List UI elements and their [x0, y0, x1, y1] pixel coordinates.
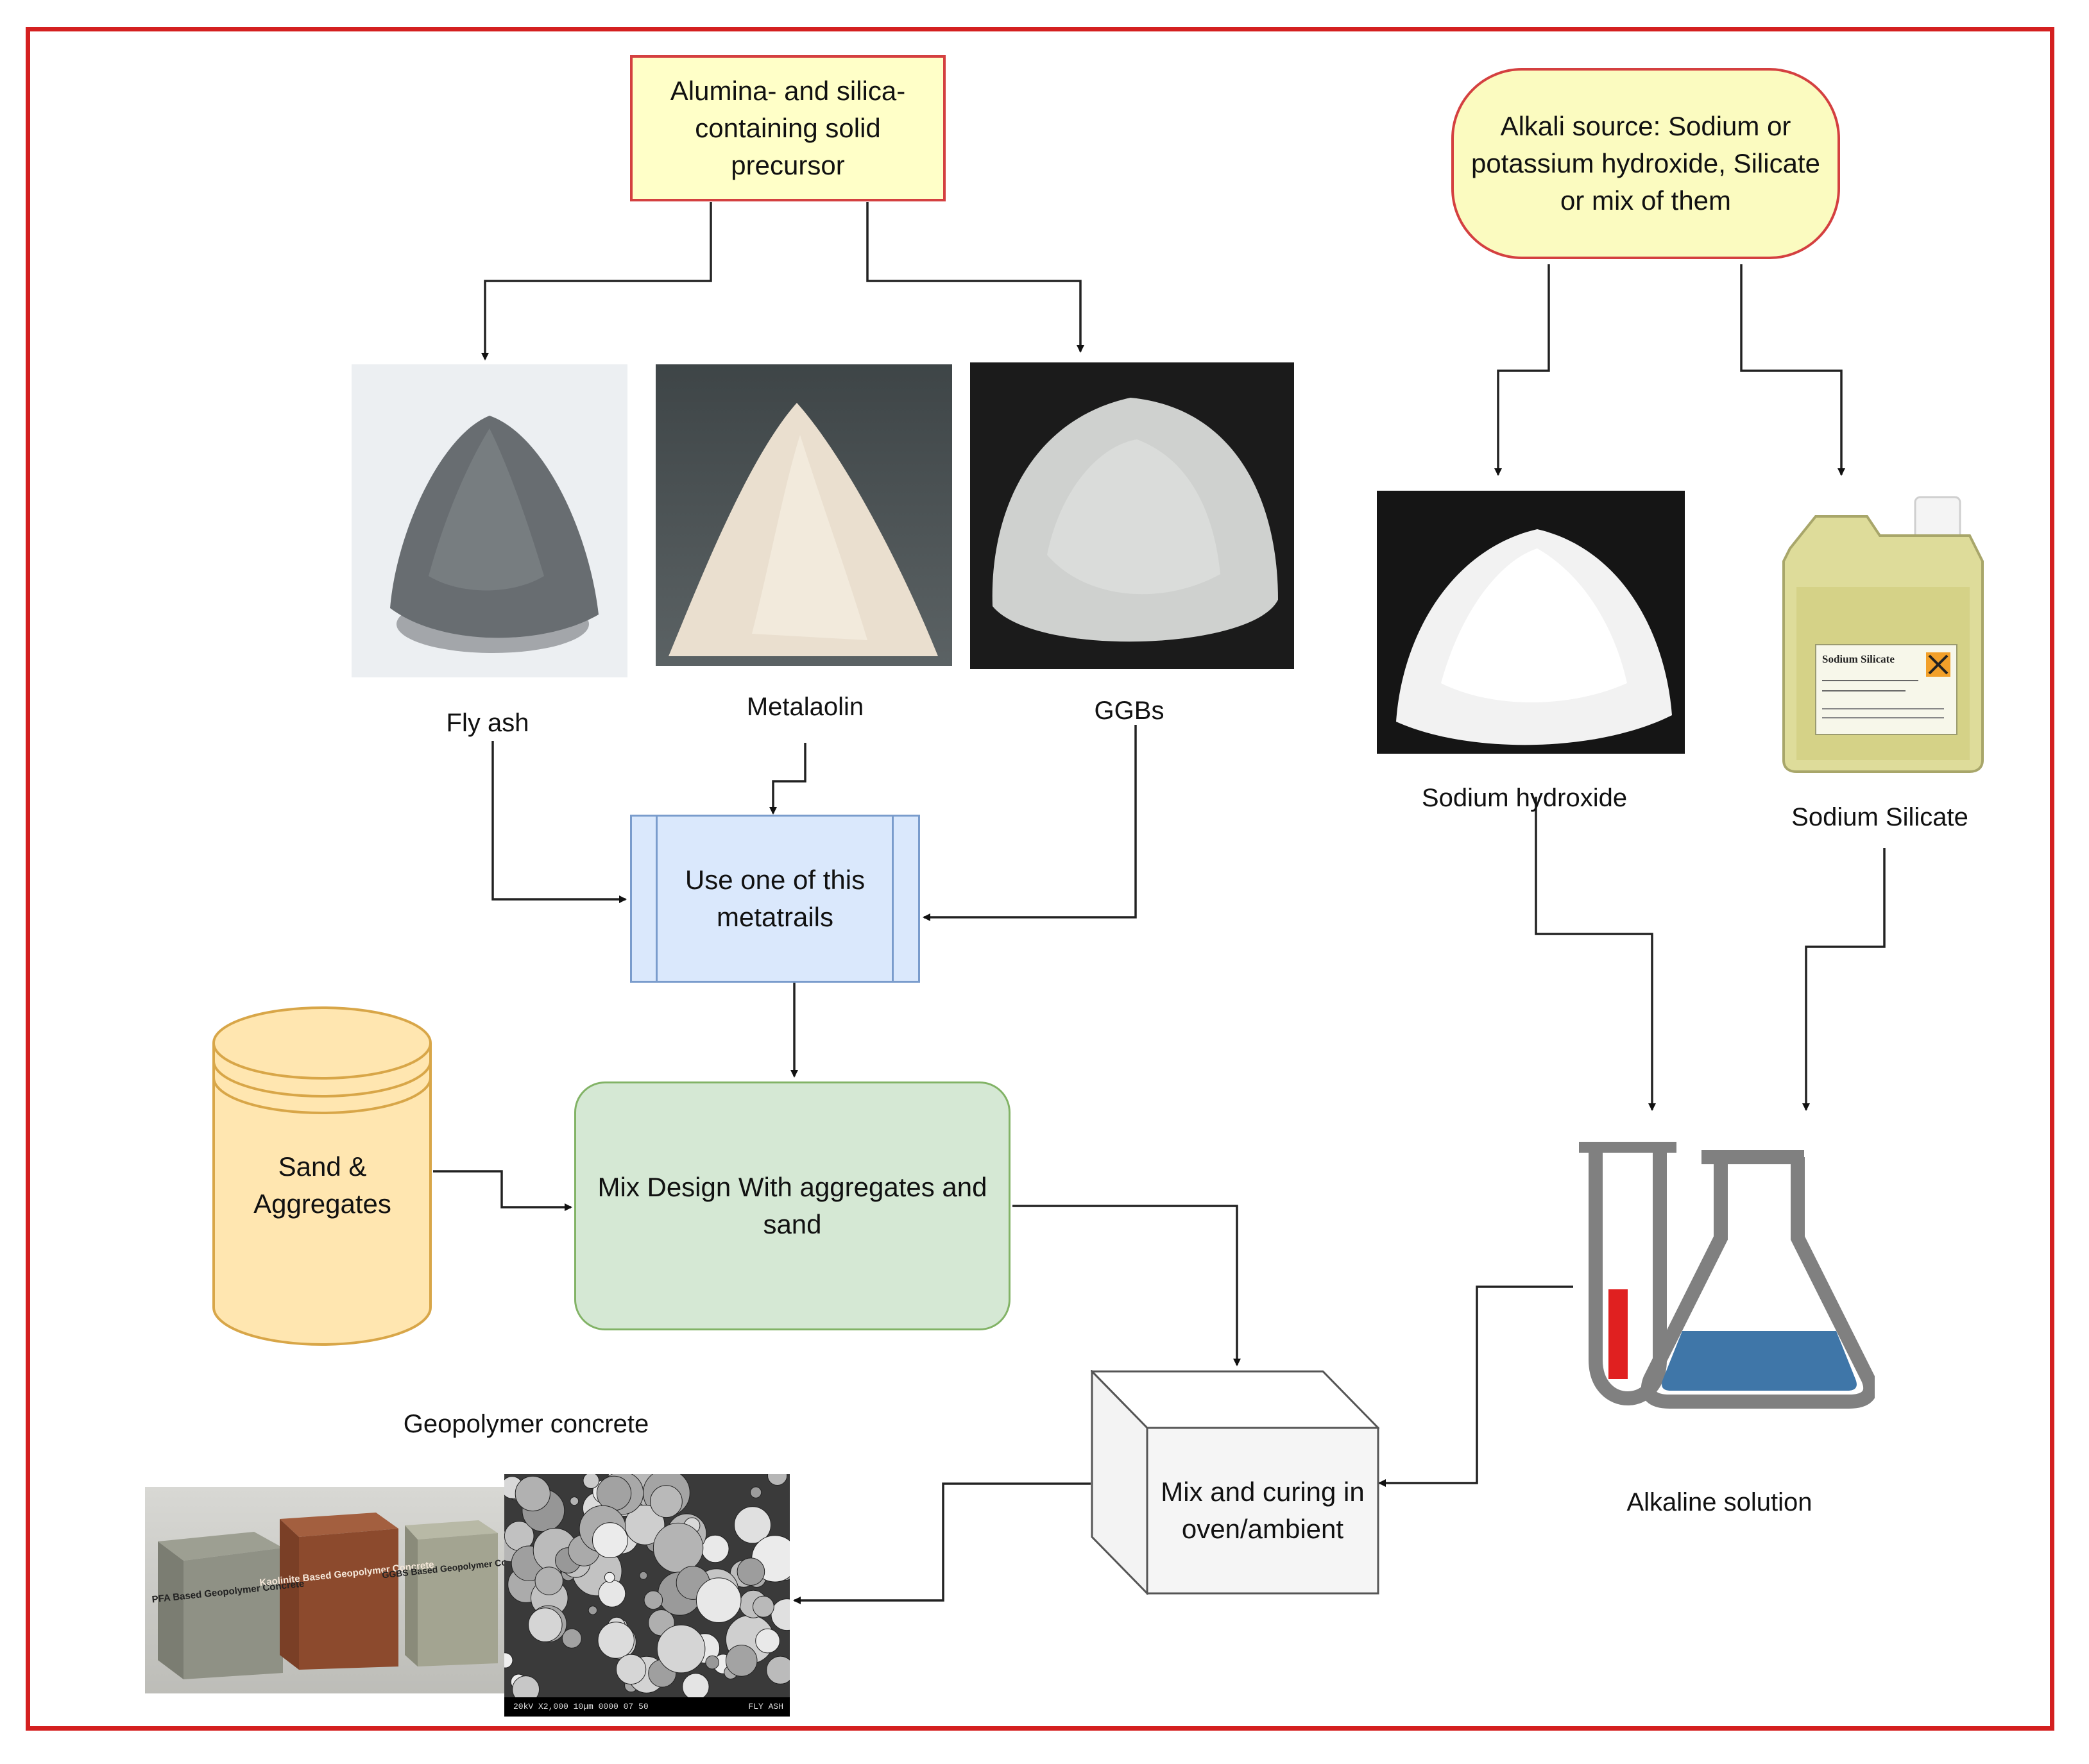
sem-sphere [588, 1606, 598, 1615]
use-one-right-bar [892, 815, 894, 983]
sem-sphere [639, 1571, 648, 1580]
sem-info-bar: 20kV X2,000 10µm 0000 07 50 FLY ASH [504, 1697, 790, 1717]
sem-sphere [583, 1474, 600, 1489]
alkaline-solution-icon [1573, 1142, 1875, 1411]
sem-sphere [734, 1506, 771, 1544]
ggbs-label: GGBs [1094, 697, 1164, 725]
mix-curing-box: Mix and curing in oven/ambient [1091, 1370, 1379, 1595]
arrow-precursor-to-flyash [481, 202, 712, 360]
sem-micrograph: 20kV X2,000 10µm 0000 07 50 FLY ASH [504, 1474, 790, 1717]
sem-sphere [695, 1577, 742, 1623]
arrow-ggbs-to-useone [923, 725, 1137, 921]
sem-sphere [652, 1522, 704, 1573]
sem-scale-text: 20kV X2,000 10µm 0000 07 50 [513, 1702, 649, 1711]
sem-sphere [598, 1579, 626, 1607]
concrete-cubes-photo: PFA Based Geopolymer Concrete Kaolinite … [145, 1487, 504, 1693]
mix-curing-text-wrap: Mix and curing in oven/ambient [1147, 1428, 1378, 1593]
arrow-mixcuring-to-geopolymer [793, 1482, 1091, 1604]
use-one-box: Use one of this metatrails [630, 815, 920, 983]
sem-sphere [534, 1566, 563, 1595]
sem-sphere [682, 1673, 710, 1700]
arrow-naoh-to-alkaline [1535, 797, 1656, 1111]
precursor-text: Alumina- and silica-containing solid pre… [670, 76, 906, 180]
arrow-alkali-to-naoh [1494, 264, 1550, 476]
ggbs-photo [970, 362, 1294, 669]
sem-sphere [570, 1497, 579, 1506]
sem-sphere [592, 1522, 628, 1558]
outer-frame [26, 27, 2054, 1731]
sem-sphere [616, 1654, 647, 1684]
use-one-text: Use one of this metatrails [685, 865, 865, 932]
arrow-alkaline-to-mixcuring [1378, 1285, 1573, 1487]
sem-sphere [750, 1486, 762, 1498]
sem-sphere [725, 1645, 758, 1677]
sem-sphere [767, 1474, 788, 1486]
sem-sphere [504, 1652, 513, 1668]
alkaline-solution-label: Alkaline solution [1626, 1488, 1812, 1516]
mix-design-box: Mix Design With aggregates and sand [574, 1081, 1010, 1330]
sand-aggregates-cylinder: Sand & Aggregates [212, 1006, 433, 1347]
mix-curing-text: Mix and curing in oven/ambient [1161, 1477, 1365, 1544]
sodium-silicate-photo: Sodium Silicate [1777, 491, 1995, 774]
sem-sphere [771, 1599, 790, 1631]
sem-sphere [737, 1557, 765, 1586]
sem-sphere [596, 1475, 632, 1511]
sand-aggregates-text: Sand & Aggregates [253, 1151, 391, 1219]
metakaolin-label: Metalaolin [746, 693, 864, 721]
mix-design-text: Mix Design With aggregates and sand [597, 1172, 987, 1239]
sodium-silicate-label: Sodium Silicate [1791, 803, 1968, 831]
sodium-hydroxide-label: Sodium hydroxide [1421, 784, 1628, 812]
sem-sphere [753, 1595, 774, 1618]
arrow-sand-to-mixdesign [433, 1170, 572, 1211]
arrow-precursor-to-ggbs [866, 202, 1084, 353]
jar-label-text: Sodium Silicate [1822, 653, 1895, 665]
arrow-metakaolin-to-useone [769, 743, 806, 815]
arrow-mixdesign-to-mixcuring [1012, 1205, 1241, 1366]
use-one-left-bar [656, 815, 658, 983]
arrow-alkali-to-silicate [1740, 264, 1845, 476]
sem-tag-text: FLY ASH [748, 1702, 783, 1711]
sem-sphere [528, 1607, 563, 1642]
sem-sphere [604, 1572, 615, 1583]
sodium-hydroxide-photo [1377, 491, 1685, 754]
alkali-source-text: Alkali source: Sodium or potassium hydro… [1471, 111, 1820, 216]
sem-sphere [755, 1628, 780, 1654]
fly-ash-photo [352, 364, 627, 677]
sem-sphere [561, 1628, 582, 1649]
sand-aggregates-text-wrap: Sand & Aggregates [212, 1128, 433, 1243]
metakaolin-photo [656, 364, 952, 666]
sem-sphere [597, 1622, 635, 1659]
arrow-flyash-to-useone [491, 741, 627, 903]
sem-sphere [650, 1485, 683, 1518]
sem-sphere [656, 1624, 706, 1674]
geopolymer-concrete-label: Geopolymer concrete [403, 1410, 649, 1438]
arrow-silicate-to-alkaline [1802, 848, 1886, 1111]
sem-sphere [644, 1590, 663, 1610]
sem-sphere [515, 1475, 550, 1512]
precursor-box: Alumina- and silica-containing solid pre… [630, 55, 946, 201]
sem-sphere [705, 1655, 720, 1670]
fly-ash-label: Fly ash [446, 709, 529, 737]
sem-sphere [766, 1656, 790, 1684]
alkali-source-box: Alkali source: Sodium or potassium hydro… [1451, 68, 1840, 259]
